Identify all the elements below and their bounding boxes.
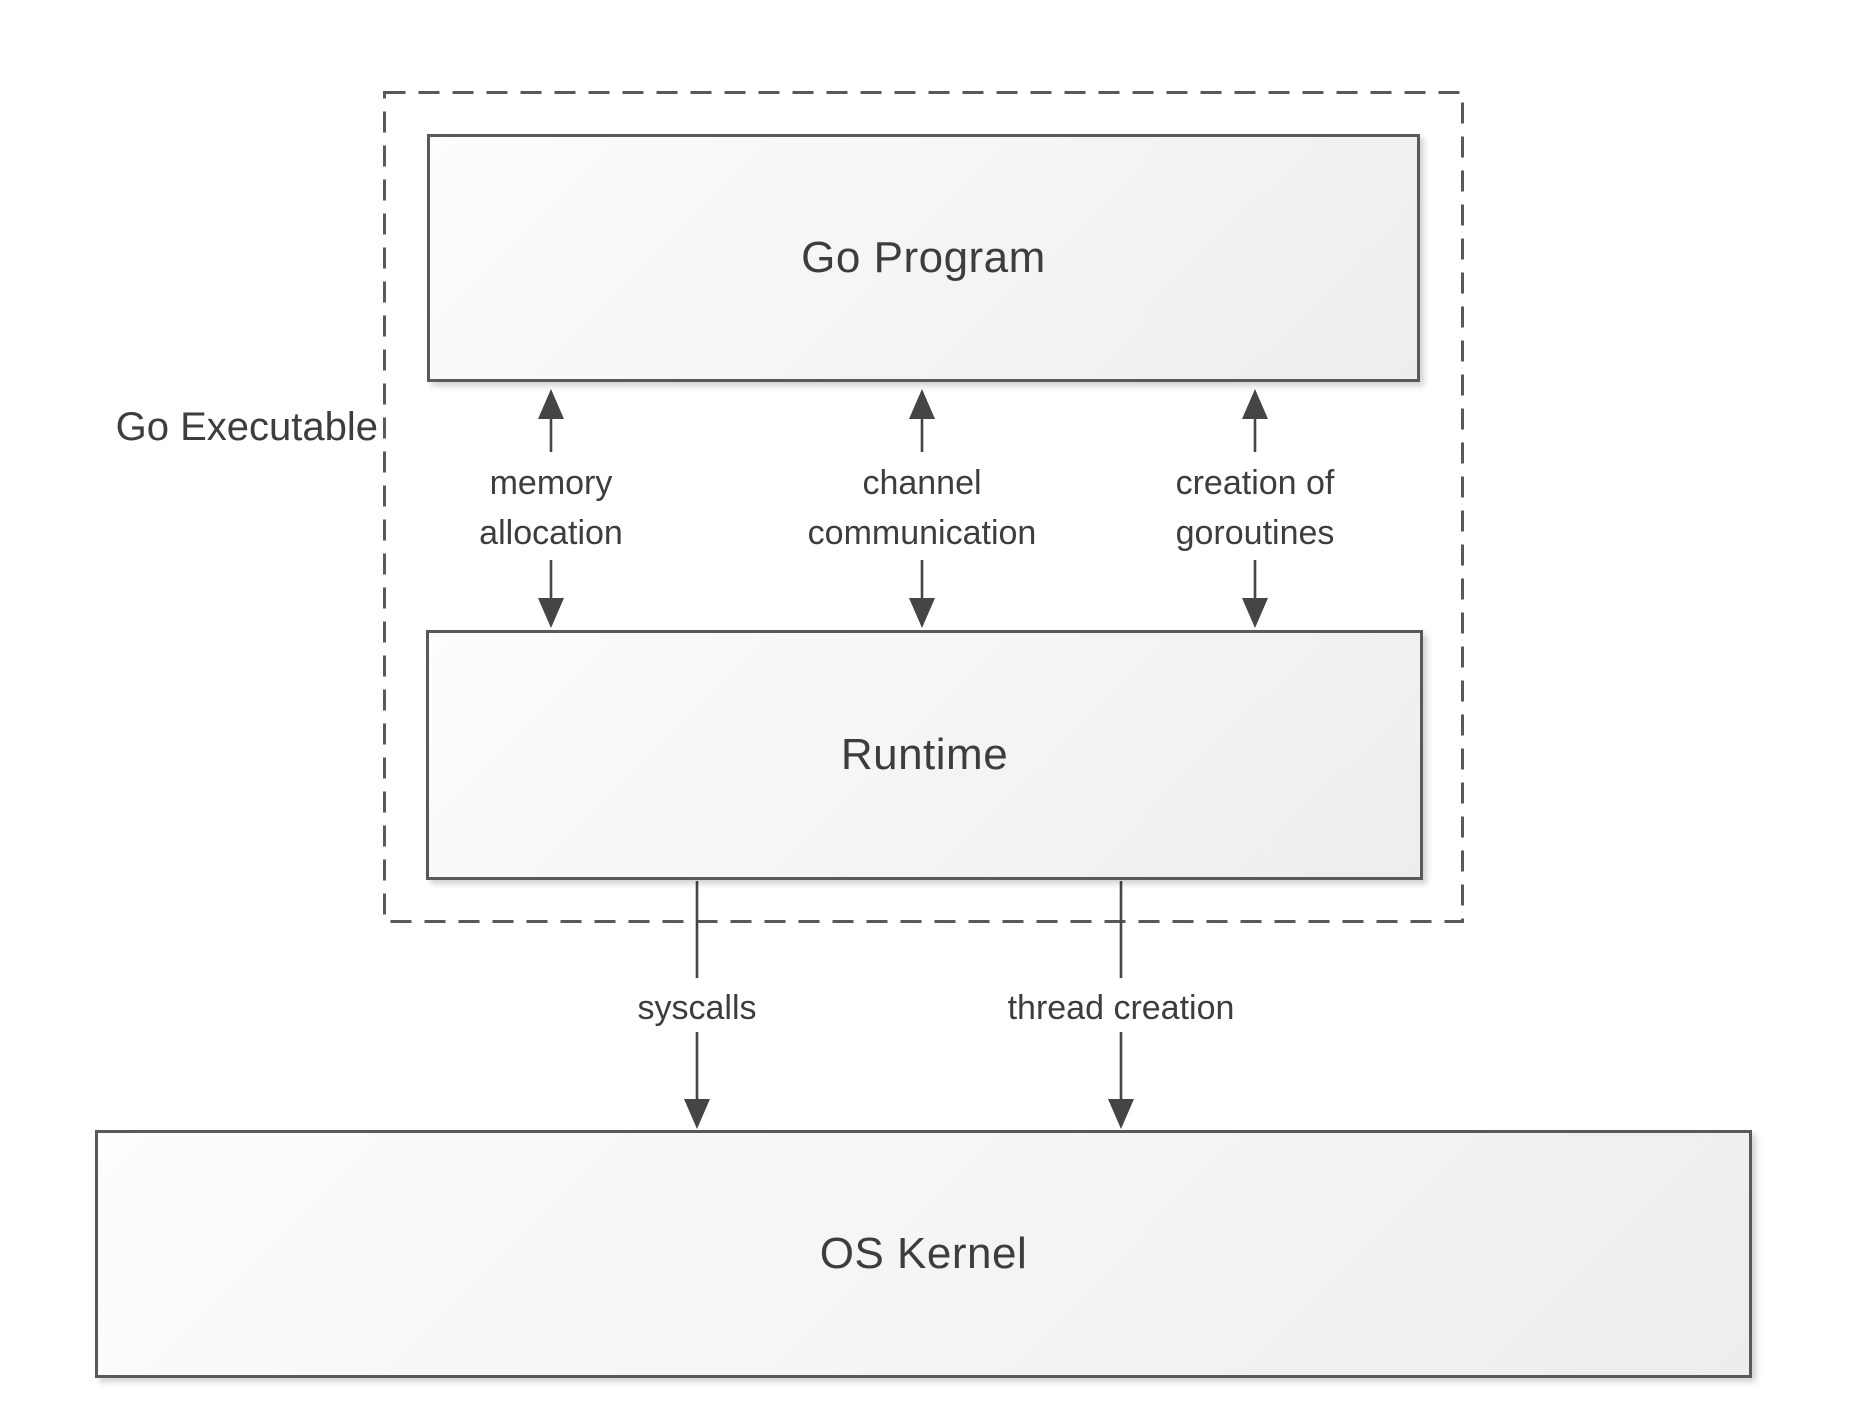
- arrow-head-down: [1242, 598, 1268, 628]
- label-line: creation of: [1175, 464, 1335, 502]
- arrow-head-down: [538, 598, 564, 628]
- creation-of-goroutines-arrow: [1242, 389, 1268, 628]
- go-program-label: Go Program: [801, 233, 1046, 282]
- arrow-head-down: [1108, 1099, 1134, 1129]
- thread-creation-arrow: [1108, 881, 1134, 1129]
- memory-allocation-label: memory allocation: [479, 458, 623, 558]
- thread-creation-label: thread creation: [1007, 989, 1235, 1027]
- arrow-head-down: [909, 598, 935, 628]
- label-line: memory: [489, 464, 613, 502]
- go-executable-label: Go Executable: [115, 405, 378, 449]
- channel-communication-arrow: [909, 389, 935, 628]
- arrow-head-up: [1242, 389, 1268, 419]
- syscalls-arrow: [684, 881, 710, 1129]
- arrow-head-up: [538, 389, 564, 419]
- go-program-box: Go Program: [427, 134, 1420, 382]
- os-kernel-box: OS Kernel: [95, 1130, 1752, 1378]
- label-line: channel: [862, 464, 982, 502]
- label-line: communication: [807, 514, 1037, 552]
- creation-of-goroutines-label: creation of goroutines: [1176, 458, 1335, 558]
- label-line: allocation: [479, 514, 623, 552]
- runtime-box: Runtime: [426, 630, 1423, 880]
- label-line: goroutines: [1175, 514, 1335, 552]
- arrow-head-down: [684, 1099, 710, 1129]
- memory-allocation-arrow: [538, 389, 564, 628]
- os-kernel-label: OS Kernel: [819, 1229, 1028, 1278]
- runtime-label: Runtime: [840, 730, 1009, 779]
- syscalls-label: syscalls: [637, 989, 757, 1027]
- channel-communication-label: channel communication: [808, 458, 1037, 558]
- arrow-head-up: [909, 389, 935, 419]
